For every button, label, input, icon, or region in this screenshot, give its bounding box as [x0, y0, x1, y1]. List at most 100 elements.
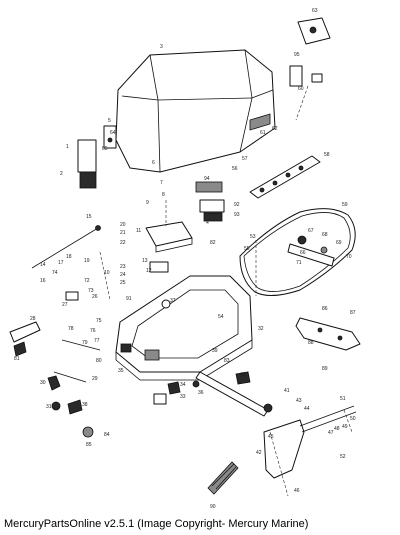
pin-36[interactable] — [192, 380, 200, 388]
lower-cowl[interactable] — [115, 275, 253, 381]
bracket-26[interactable] — [65, 291, 79, 301]
callout-11: 11 — [136, 228, 141, 234]
callout-74: 74 — [52, 270, 58, 276]
callout-27: 27 — [62, 302, 68, 308]
callout-81: 81 — [14, 356, 20, 362]
callout-46: 46 — [294, 488, 300, 494]
knob-38[interactable] — [67, 399, 83, 415]
link-rods-left[interactable] — [53, 339, 101, 383]
callout-45: 45 — [268, 434, 274, 440]
callout-28: 28 — [30, 316, 36, 322]
callout-4: 4 — [206, 220, 209, 226]
bracket-plate-93[interactable] — [203, 212, 223, 222]
callout-84: 84 — [104, 432, 110, 438]
bracket-33[interactable] — [153, 393, 167, 405]
tiller-handle[interactable] — [263, 405, 357, 479]
callout-18: 18 — [66, 254, 72, 260]
tilt-lock-plate[interactable] — [295, 317, 361, 351]
callout-61: 61 — [260, 130, 266, 136]
callout-92: 92 — [234, 202, 240, 208]
bracket-plate-94[interactable] — [195, 181, 223, 193]
callout-65: 65 — [102, 146, 108, 152]
callout-32: 32 — [258, 326, 264, 332]
callout-33: 33 — [180, 394, 186, 400]
callout-85: 85 — [86, 442, 92, 448]
decal-panel-upper[interactable] — [77, 139, 97, 173]
callout-60: 60 — [298, 86, 304, 92]
decal-panel-lower[interactable] — [79, 171, 97, 189]
callout-15: 15 — [86, 214, 92, 220]
knob-82[interactable] — [235, 371, 251, 385]
callout-83: 83 — [224, 358, 230, 364]
callout-53: 53 — [250, 234, 256, 240]
top-cowl[interactable] — [115, 49, 276, 173]
callout-90: 90 — [210, 504, 216, 510]
callout-8: 8 — [162, 192, 165, 198]
tiller-shaft[interactable] — [195, 371, 273, 417]
cover-plate-small[interactable] — [311, 73, 323, 83]
tiller-grip[interactable] — [207, 461, 239, 495]
electrical-box[interactable] — [145, 221, 193, 253]
bushing-85[interactable] — [82, 426, 94, 438]
washer-37[interactable] — [161, 299, 171, 309]
callout-39: 39 — [212, 348, 218, 354]
callout-71: 71 — [296, 260, 302, 266]
callout-6: 6 — [152, 160, 155, 166]
callout-63: 63 — [312, 8, 318, 14]
callout-36: 36 — [198, 390, 204, 396]
callout-38: 38 — [82, 402, 88, 408]
callout-91: 91 — [126, 296, 132, 302]
callout-42: 42 — [256, 450, 262, 456]
image-caption: MercuryPartsOnline v2.5.1 (Image Copyrig… — [4, 518, 309, 530]
callout-87: 87 — [350, 310, 356, 316]
callout-73: 73 — [88, 288, 94, 294]
knob-30[interactable] — [47, 375, 61, 391]
callout-68: 68 — [322, 232, 328, 238]
callout-31: 31 — [46, 404, 52, 410]
callout-88: 88 — [308, 340, 314, 346]
callout-48: 48 — [334, 426, 340, 432]
callout-12: 12 — [146, 268, 152, 274]
cover-plate-13[interactable] — [149, 261, 169, 273]
cowl-latch-small[interactable] — [103, 125, 117, 149]
callout-59: 59 — [342, 202, 348, 208]
callout-25: 25 — [120, 280, 126, 286]
callout-75: 75 — [96, 318, 102, 324]
callout-22: 22 — [120, 240, 126, 246]
callout-10: 10 — [104, 270, 110, 276]
callout-76: 76 — [90, 328, 96, 334]
callout-80: 80 — [96, 358, 102, 364]
callout-29: 29 — [92, 376, 98, 382]
callout-14: 14 — [40, 262, 46, 268]
callout-51: 51 — [340, 396, 346, 402]
exploded-parts-diagram: 1 2 3 4 5 6 7 8 9 10 11 12 13 14 15 16 1… — [9, 8, 361, 510]
callout-3: 3 — [160, 44, 163, 50]
callout-62: 62 — [272, 126, 278, 132]
callout-13: 13 — [142, 258, 148, 264]
clamp-34[interactable] — [167, 381, 181, 395]
bushing-31[interactable] — [51, 401, 61, 411]
side-rail-strip[interactable] — [249, 155, 321, 199]
callout-79: 79 — [82, 340, 88, 346]
callout-47: 47 — [328, 430, 334, 436]
callout-57: 57 — [242, 156, 248, 162]
bracket-shaft-assembly[interactable] — [287, 235, 335, 267]
callout-64: 64 — [110, 130, 116, 136]
choke-rod[interactable] — [31, 225, 101, 269]
callout-82: 82 — [210, 240, 216, 246]
callout-20: 20 — [120, 222, 126, 228]
callout-19: 19 — [84, 258, 90, 264]
callout-2: 2 — [60, 171, 63, 177]
recoil-cover-plate[interactable] — [297, 17, 331, 45]
cover-bracket[interactable] — [289, 65, 303, 87]
throttle-lever[interactable] — [9, 321, 41, 357]
callout-23: 23 — [120, 264, 126, 270]
callout-9: 9 — [146, 200, 149, 206]
bracket-plate-92[interactable] — [199, 199, 225, 213]
callout-30: 30 — [40, 380, 46, 386]
callout-44: 44 — [304, 406, 310, 412]
callout-7: 7 — [160, 180, 163, 186]
callout-49: 49 — [342, 424, 348, 430]
callout-43: 43 — [296, 398, 302, 404]
callout-5: 5 — [108, 118, 111, 124]
